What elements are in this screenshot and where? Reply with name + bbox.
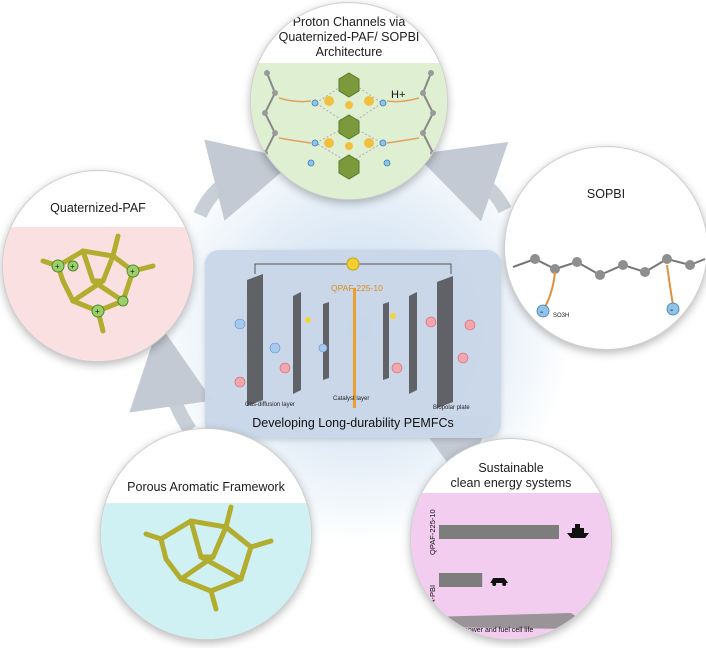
pemfc-panel: QPAF-225-10 Gas-diffusion layer Catalyst… [205,250,501,438]
membrane [353,288,356,408]
svg-text:+: + [55,262,60,271]
svg-text:+: + [95,307,100,316]
arrow-left-to-top [193,139,296,221]
quaternized-paf-title: Quaternized-PAF [50,201,146,215]
pemfc-title: Developing Long-durability PEMFCs [252,416,454,430]
catalyst-label: Catalyst layer [333,396,370,402]
paf-title: Porous Aromatic Framework [127,480,285,494]
arrow-right-to-top [415,141,512,222]
svg-text:-: - [670,305,673,316]
bar-qpaf-225-10 [439,525,559,539]
clean-energy-title: Sustainable clean energy systems [450,461,572,490]
svg-text:+: + [130,267,135,276]
proton-channels-bubble: Proton Channels via Quaternized-PAF/ SOP… [250,2,448,200]
membrane-label: QPAF-225-10 [331,283,383,293]
bar-label: PA-PBI [428,585,437,609]
car-icon [490,578,509,586]
clean-energy-bubble: Sustainable clean energy systems QPAF-22… [410,438,612,640]
pink-background [3,227,193,361]
arrow-bottom-to-left [129,323,213,434]
fuel-cell-illustration [234,257,476,408]
quaternized-paf-bubble: Quaternized-PAF + + + + [2,170,194,362]
bar-label: QPAF-225-10 [428,509,437,555]
svg-text:-: - [540,307,543,318]
sopbi-polymer-illustration: -- [512,254,706,318]
paf-framework-illustration [143,504,274,612]
proton-channels-title: Proton Channels via Quaternized-PAF/ SOP… [278,15,420,59]
h-plus-label: H+ [391,89,406,101]
paf-bubble: Porous Aromatic Framework [100,428,312,640]
ship-icon [567,524,589,538]
bipolar-label: Biopolar plate [433,405,470,411]
chart-xlabel: Output power and fuel cell life [441,627,534,634]
bar-pa-pbi [439,573,483,587]
magenta-background [411,493,611,639]
so3h-label: SO3H [553,313,570,319]
sopbi-title: SOPBI [586,187,626,201]
sopbi-bubble: SOPBI -- SO3H [504,146,706,350]
gas-diffusion-label: Gas-diffusion layer [245,402,295,408]
proton-channel-illustration [262,70,436,180]
output-arrow [429,613,583,629]
bulb-icon [346,257,360,271]
quaternized-framework-illustration: + + + + [40,233,156,334]
svg-text:+: + [70,262,75,271]
